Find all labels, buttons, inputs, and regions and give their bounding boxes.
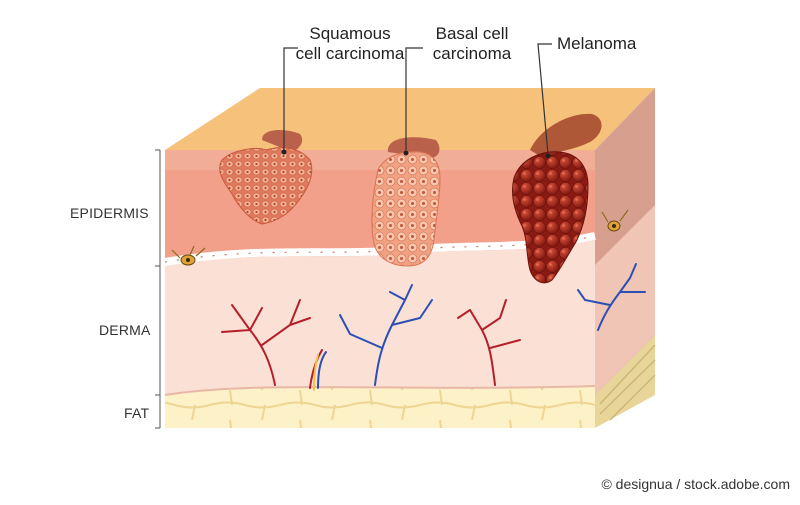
basal-cell-carcinoma-label: Basal cell carcinoma: [424, 24, 520, 64]
fat-layer: [165, 386, 595, 428]
derma-label: DERMA: [99, 322, 151, 338]
squamous-label-line1: Squamous: [309, 24, 391, 43]
label-pointer-dots: [281, 149, 551, 159]
squamous-cell-carcinoma-tumor: [219, 130, 313, 225]
fat-label: FAT: [124, 405, 150, 421]
layer-scale-bracket: [155, 149, 161, 429]
melanocyte-cells: [171, 209, 629, 266]
basal-cell-carcinoma-tumor: [371, 137, 441, 267]
squamous-label-line2: cell carcinoma: [295, 44, 405, 63]
label-pointer-lines: [283, 43, 552, 155]
basal-label-line2: carcinoma: [432, 44, 512, 63]
epidermis-label: EPIDERMIS: [70, 205, 149, 221]
squamous-cell-carcinoma-label: Squamous cell carcinoma: [290, 24, 410, 64]
image-credit: © designua / stock.adobe.com: [601, 476, 790, 492]
side-face-derma: [595, 205, 655, 395]
melanoma-label: Melanoma: [557, 34, 637, 53]
derma-layer: [165, 240, 595, 395]
blood-vessels: [221, 263, 646, 391]
basal-label-line1: Basal cell: [435, 24, 509, 43]
melanoma-tumor: [511, 113, 602, 284]
